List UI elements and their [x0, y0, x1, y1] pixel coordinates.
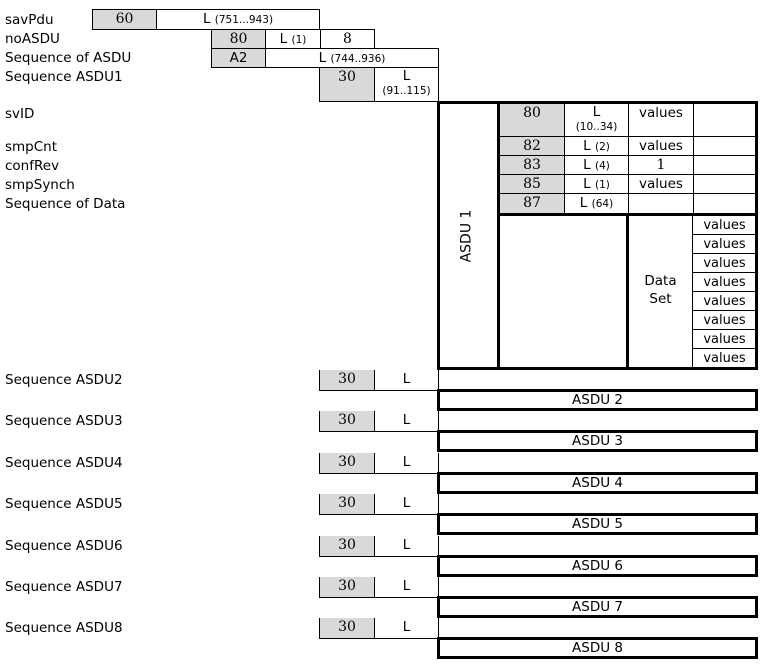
seq-of-asdu-tag: A2: [211, 48, 266, 68]
seq-asdu1-len-range: (91..115): [382, 85, 431, 97]
seq-of-data-len: L: [579, 195, 588, 211]
dataset-value: values: [693, 235, 756, 254]
confrev-extra: [693, 155, 756, 175]
noasdu-label: noASDU: [5, 31, 60, 47]
sequence-asdu-tag: 30: [319, 370, 375, 391]
seq-of-asdu-label: Sequence of ASDU: [5, 50, 132, 66]
sequence-asdu-tag: 30: [319, 577, 375, 598]
noasdu-len: L: [279, 31, 288, 47]
noasdu-tag: 80: [211, 29, 266, 49]
smpsynch-value: values: [628, 174, 694, 194]
seq-of-asdu-length: L (744..936): [265, 48, 439, 68]
sequence-asdu-length: L: [374, 411, 439, 432]
asdu-box: ASDU 5: [437, 513, 758, 535]
seq-of-data-value: [628, 193, 694, 215]
noasdu-value: 8: [320, 29, 375, 49]
noasdu-length: L (1): [265, 29, 321, 49]
svid-extra: [693, 103, 756, 137]
smpsynch-tag: 85: [499, 174, 565, 194]
svid-len: L: [592, 104, 601, 120]
smpcnt-len-range: (2): [594, 141, 610, 153]
smpcnt-value: values: [628, 136, 694, 156]
seq-of-data-extra: [693, 193, 756, 215]
seq-asdu1-length: L(91..115): [374, 67, 439, 102]
dataset-value: values: [703, 351, 746, 366]
sequence-asdu-length: L: [374, 618, 439, 639]
sequence-asdu-label: Sequence ASDU8: [5, 620, 123, 636]
confrev-length: L (4): [564, 155, 629, 175]
field-label-smpsynch: smpSynch: [5, 177, 75, 193]
sequence-asdu-tag: 30: [319, 494, 375, 515]
dataset-value: values: [693, 311, 756, 330]
smpsynch-len-range: (1): [594, 179, 610, 191]
svid-value: values: [628, 103, 694, 137]
asdu-box: ASDU 7: [437, 596, 758, 618]
dataset-value: values: [693, 273, 756, 292]
confrev-len: L: [583, 157, 591, 173]
smpcnt-len: L: [583, 138, 591, 154]
sequence-asdu-label: Sequence ASDU3: [5, 413, 123, 429]
dataset-label-line2: Set: [649, 291, 672, 307]
sequence-asdu-tag: 30: [319, 536, 375, 557]
dataset-value: values: [693, 292, 756, 311]
sequence-asdu-label: Sequence ASDU5: [5, 496, 123, 512]
dataset-values: values values values values values value…: [692, 216, 756, 368]
noasdu-len-range: (1): [291, 34, 307, 46]
seq-of-asdu-len: L: [318, 50, 327, 66]
dataset-value: values: [693, 216, 756, 235]
smpsynch-length: L (1): [564, 174, 629, 194]
dataset-label-line1: Data: [644, 273, 677, 289]
seq-of-data-len-range: (64): [591, 198, 614, 210]
savpdu-length: L (751...943): [156, 9, 320, 30]
svid-len-range: (10..34): [575, 121, 618, 133]
asdu1-block: [437, 101, 758, 370]
sequence-asdu-length: L: [374, 577, 439, 598]
asdu-box: ASDU 3: [437, 430, 758, 452]
sequence-asdu-label: Sequence ASDU2: [5, 372, 123, 388]
dataset-left-border: [626, 213, 629, 370]
dataset-label: Data Set: [629, 272, 692, 308]
seq-of-data-tag: 87: [499, 193, 565, 215]
savpdu-label: savPdu: [5, 12, 54, 28]
confrev-tag: 83: [499, 155, 565, 175]
sequence-asdu-label: Sequence ASDU6: [5, 538, 123, 554]
smpcnt-tag: 82: [499, 136, 565, 156]
smpsynch-len: L: [583, 176, 591, 192]
seq-of-asdu-len-range: (744..936): [330, 53, 386, 65]
seq-of-data-length: L (64): [564, 193, 629, 215]
sequence-asdu-length: L: [374, 536, 439, 557]
savpdu-tag: 60: [92, 9, 157, 30]
seq-asdu1-tag: 30: [319, 67, 375, 102]
asdu-box: ASDU 6: [437, 555, 758, 577]
seq-asdu1-label: Sequence ASDU1: [5, 69, 123, 85]
savpdu-len-range: (751...943): [214, 14, 274, 26]
field-label-seq-of-data: Sequence of Data: [5, 196, 126, 212]
seq-asdu1-len: L: [402, 68, 411, 84]
asdu1-title: ASDU 1: [458, 209, 475, 263]
field-label-smpcnt: smpCnt: [5, 139, 58, 155]
svid-length: L(10..34): [564, 103, 629, 137]
confrev-value: 1: [628, 155, 694, 175]
smpcnt-extra: [693, 136, 756, 156]
sequence-asdu-tag: 30: [319, 618, 375, 639]
smpcnt-length: L (2): [564, 136, 629, 156]
sequence-asdu-tag: 30: [319, 411, 375, 432]
sequence-asdu-tag: 30: [319, 453, 375, 474]
sequence-asdu-label: Sequence ASDU4: [5, 455, 123, 471]
asdu-box: ASDU 4: [437, 472, 758, 494]
smpsynch-extra: [693, 174, 756, 194]
confrev-len-range: (4): [594, 160, 610, 172]
sequence-asdu-length: L: [374, 370, 439, 391]
svid-tag: 80: [499, 103, 565, 137]
asdu-box: ASDU 8: [437, 637, 758, 659]
sequence-asdu-length: L: [374, 494, 439, 515]
sequence-asdu-label: Sequence ASDU7: [5, 579, 123, 595]
dataset-value: values: [693, 254, 756, 273]
sequence-asdu-length: L: [374, 453, 439, 474]
asdu-box: ASDU 2: [437, 389, 758, 411]
dataset-value: values: [693, 330, 756, 349]
field-label-svid: svID: [5, 106, 35, 122]
field-label-confrev: confRev: [5, 158, 60, 174]
savpdu-len: L: [202, 11, 211, 27]
